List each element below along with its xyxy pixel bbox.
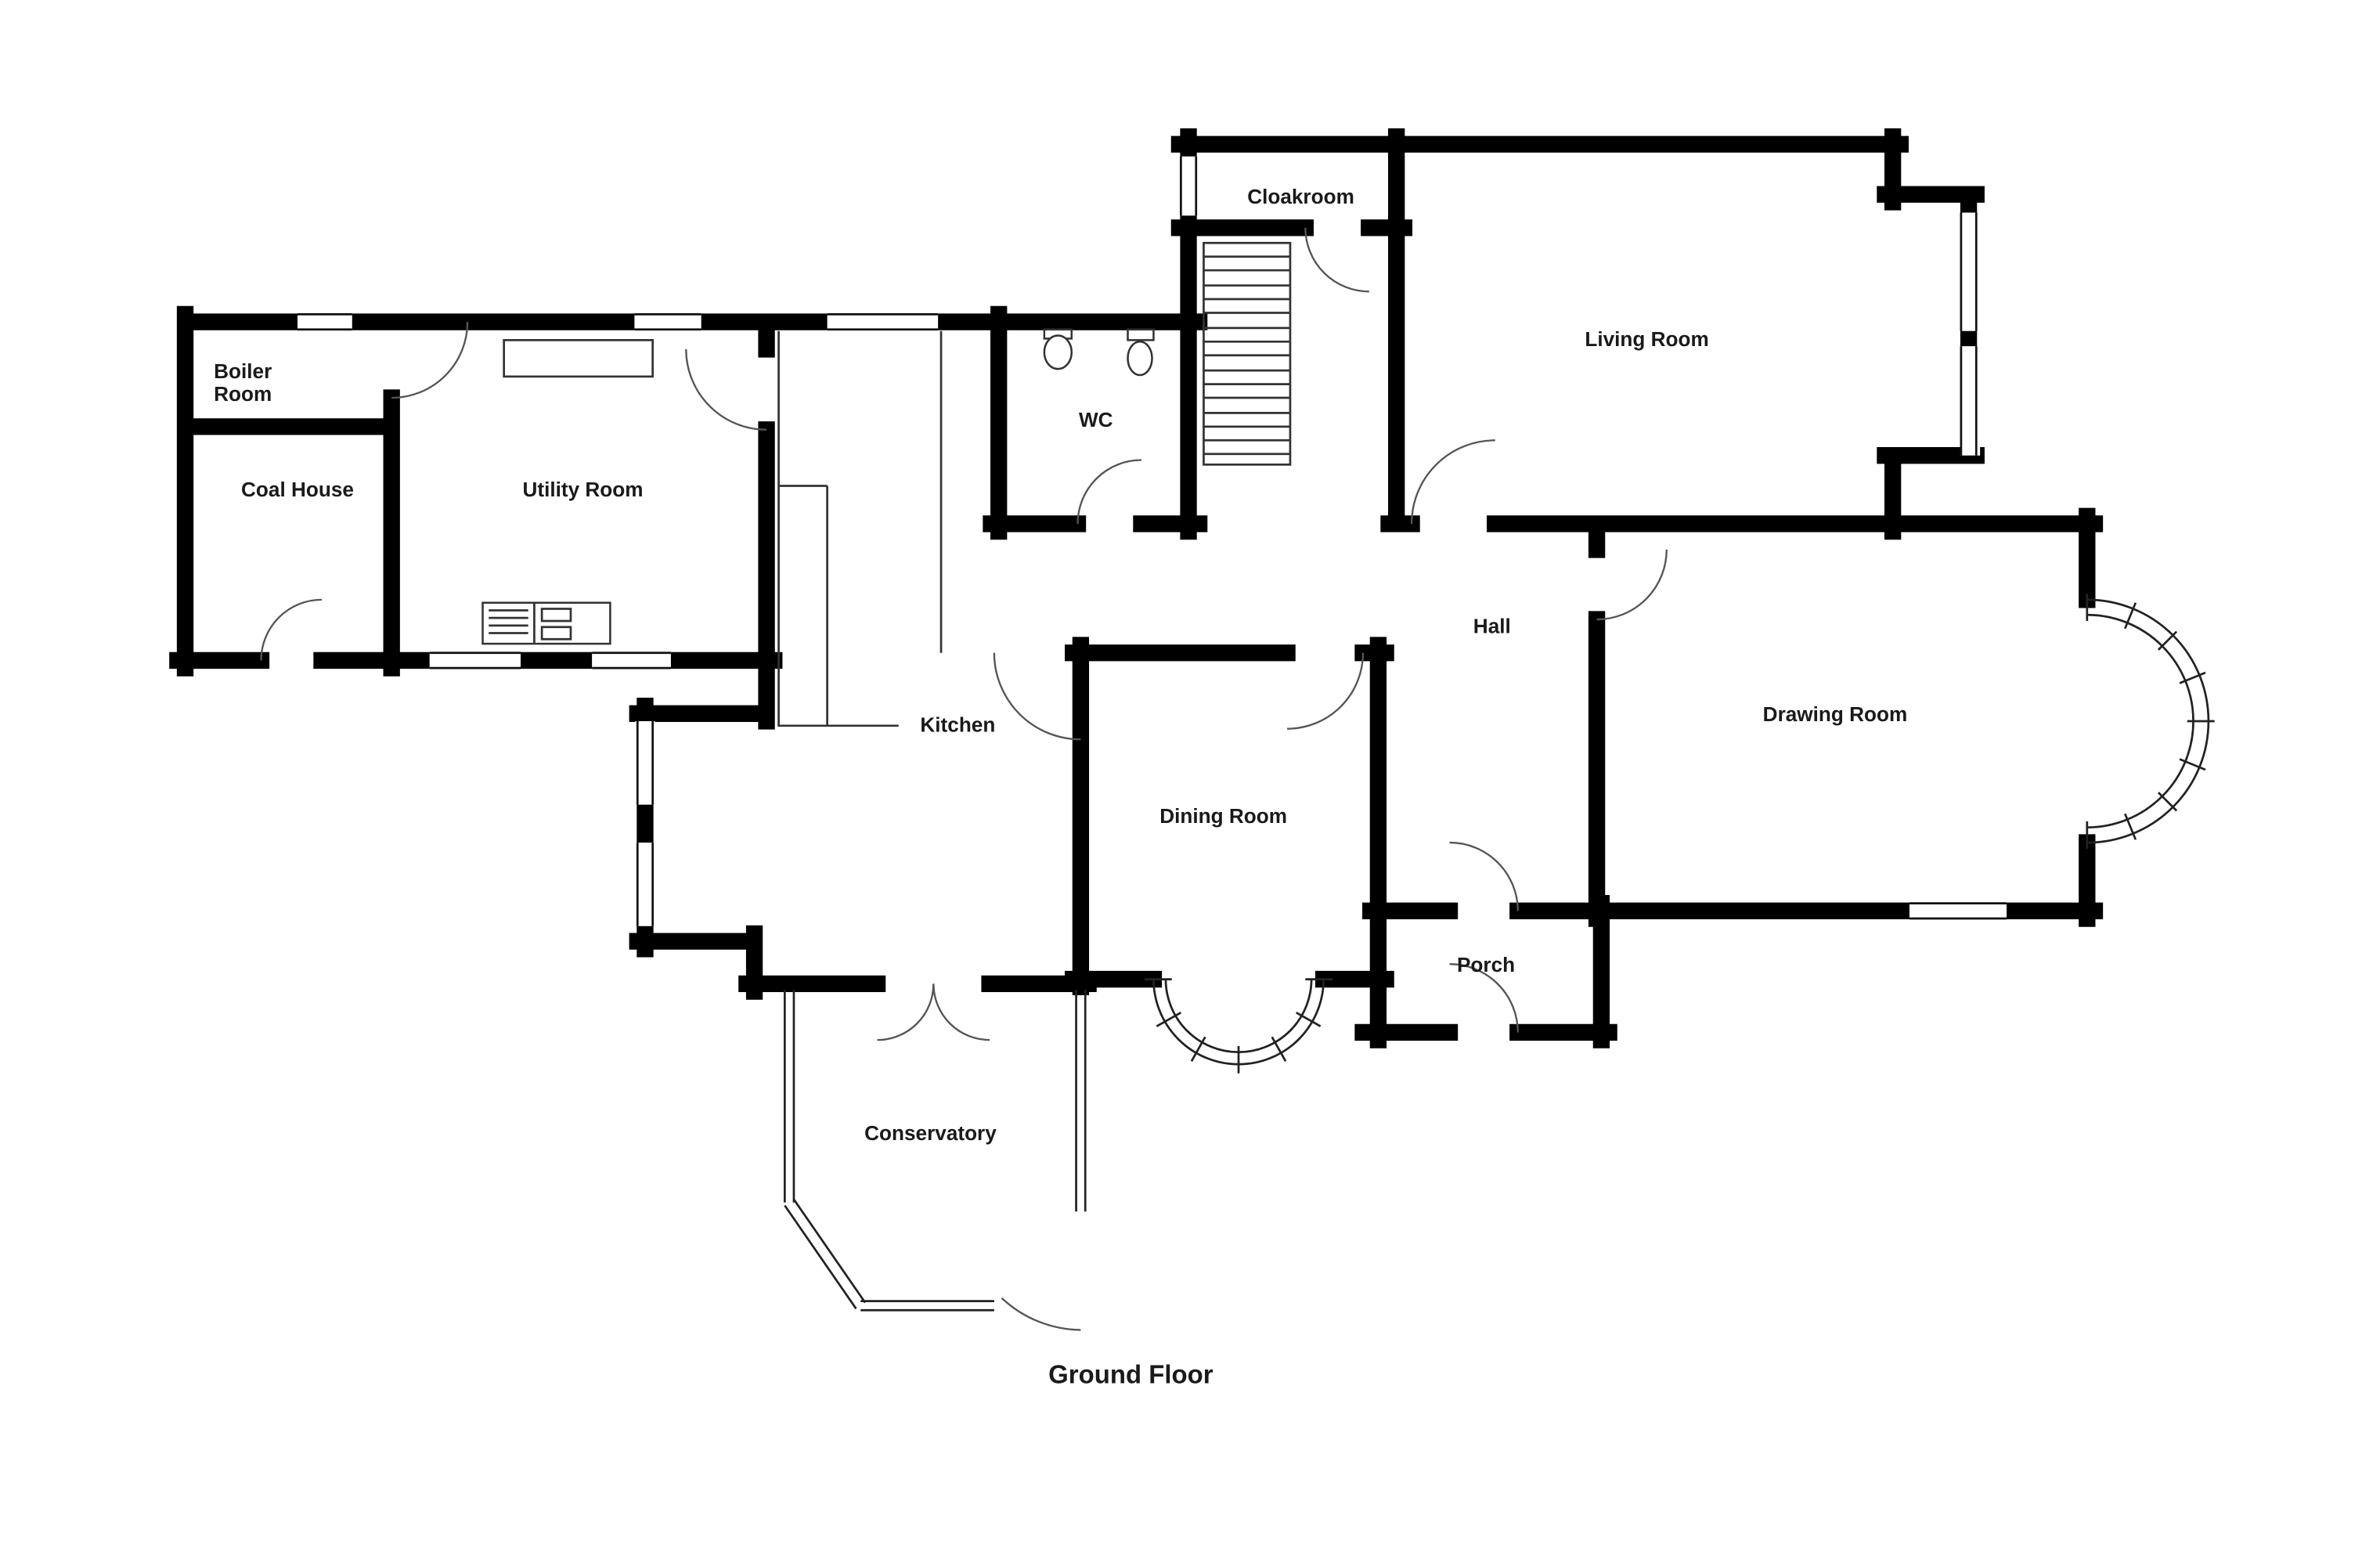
window	[592, 650, 671, 671]
boiler-room-door-arc	[391, 322, 469, 399]
window	[429, 650, 521, 671]
walls	[169, 128, 2104, 1048]
room-label-boiler-line2: Room	[214, 382, 272, 406]
windows	[298, 156, 2007, 926]
exterior-and-interior-walls	[169, 128, 2104, 1048]
wc-sink	[1043, 328, 1073, 370]
stairs	[1203, 241, 1292, 466]
window	[1960, 346, 1981, 456]
utility-counter	[503, 338, 654, 378]
window	[827, 312, 939, 332]
drawing-room-door-arc	[1596, 549, 1668, 621]
utility-room-door-arc	[685, 348, 767, 431]
window	[635, 843, 655, 926]
front-door-arc	[1449, 841, 1519, 911]
conservatory-french-door-left-arc	[877, 983, 935, 1041]
conservatory-exterior-door-arc	[1001, 1297, 1081, 1331]
room-label-wc: WC	[1079, 408, 1113, 431]
room-label-conservatory: Conservatory	[864, 1121, 997, 1145]
living-room-door-arc	[1410, 439, 1495, 524]
cloakroom-door-arc	[1304, 227, 1369, 293]
kitchen-counter	[777, 330, 943, 727]
room-label-living-room: Living Room	[1585, 327, 1708, 351]
window	[635, 720, 655, 805]
room-label-boiler-line1: Boiler	[214, 359, 272, 383]
porch-door-arc	[1449, 963, 1519, 1033]
window	[298, 312, 352, 332]
dining-room-bow-window	[1144, 978, 1333, 1074]
room-labels: Boiler Room Coal House Utility Room Kitc…	[214, 185, 1907, 1388]
room-label-utility-room: Utility Room	[522, 478, 643, 501]
wc-toilet	[1127, 328, 1155, 377]
dining-room-door-arc	[1287, 652, 1365, 730]
drawing-room-bay-window	[2086, 594, 2215, 849]
window	[634, 312, 701, 332]
window	[1178, 156, 1199, 216]
room-label-hall: Hall	[1473, 615, 1511, 638]
coal-house-door-arc	[260, 598, 323, 661]
room-label-cloakroom: Cloakroom	[1247, 185, 1354, 208]
room-label-kitchen: Kitchen	[920, 713, 995, 737]
room-label-coal-house: Coal House	[241, 478, 354, 501]
room-label-porch: Porch	[1457, 953, 1515, 976]
kitchen-door-arc	[993, 652, 1081, 741]
window	[1909, 900, 2007, 921]
conservatory-french-door-right-arc	[932, 983, 990, 1041]
wc-door-arc	[1076, 459, 1141, 524]
room-label-drawing-room: Drawing Room	[1763, 702, 1908, 726]
conservatory-glazing	[783, 990, 1087, 1312]
utility-sink-unit	[481, 601, 611, 645]
room-label-dining-room: Dining Room	[1159, 804, 1287, 828]
floor-title: Ground Floor	[1048, 1359, 1213, 1388]
window	[1960, 212, 1981, 331]
door-arcs	[260, 227, 1668, 1331]
